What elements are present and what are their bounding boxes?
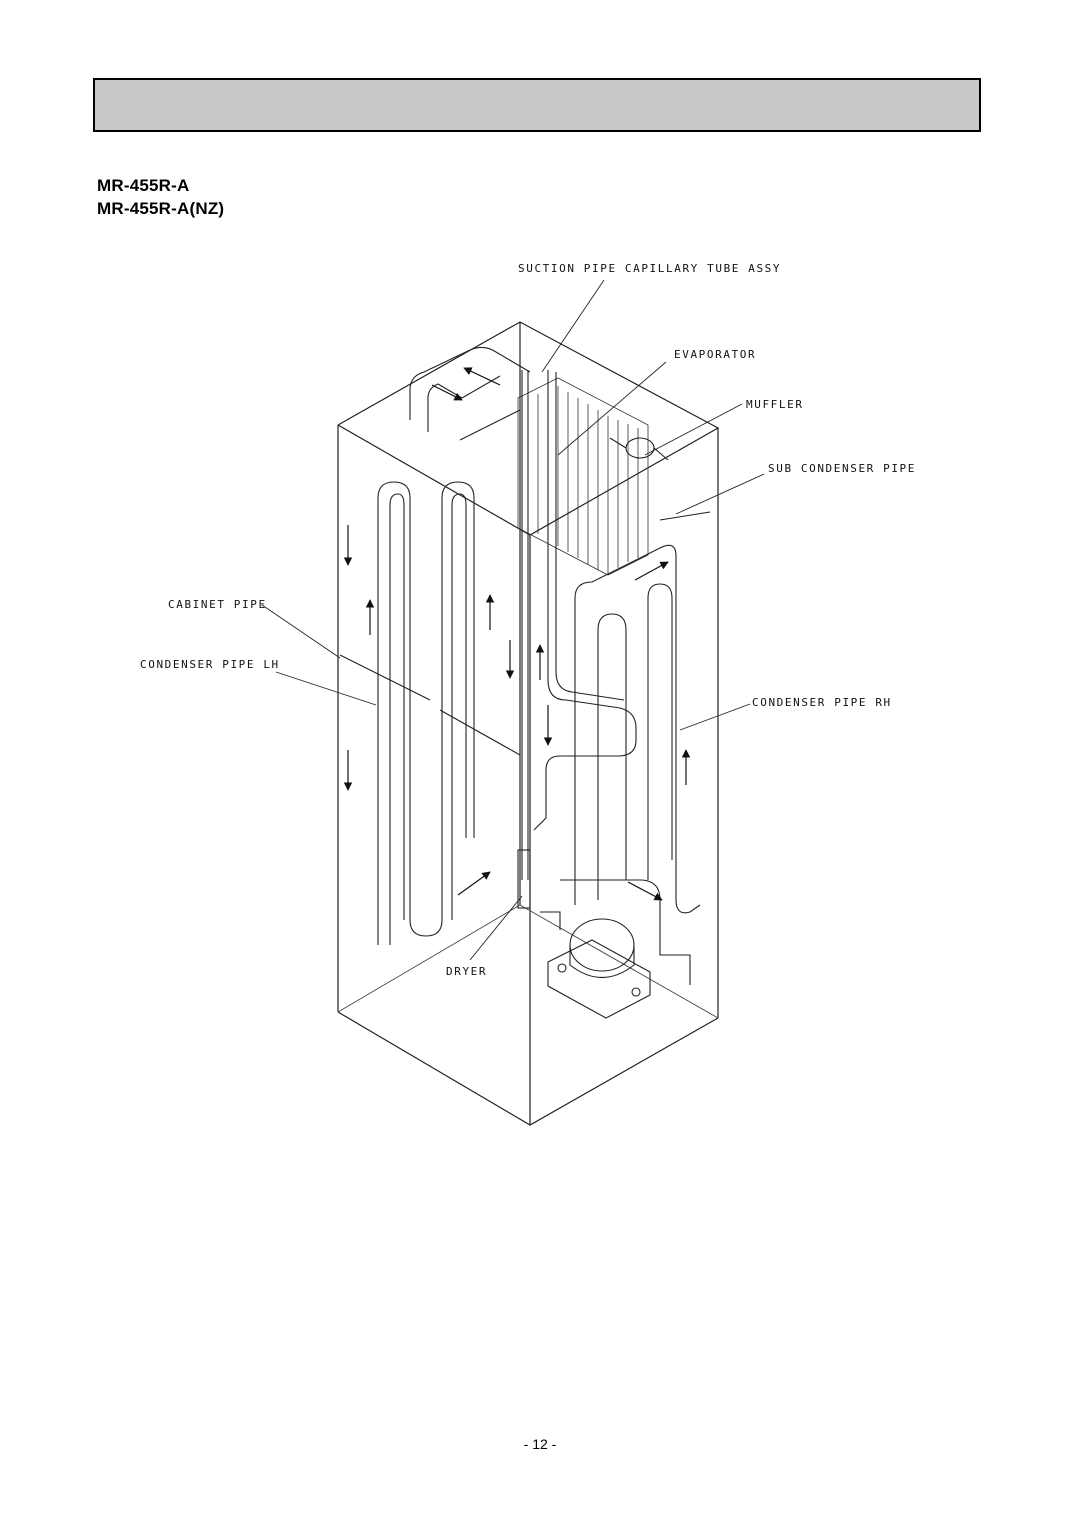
dryer [517,849,531,909]
leader-lines [261,279,765,961]
label-sub-condenser: SUB CONDENSER PIPE [768,462,916,475]
model-number-nz: MR-455R-A(NZ) [97,199,225,218]
model-number: MR-455R-A [97,176,190,195]
compressor [540,879,691,1019]
flow-arrows [343,367,691,901]
muffler [609,437,669,461]
label-condenser-rh: CONDENSER PIPE RH [752,696,892,709]
capillary-tube [521,370,637,880]
page-number: - 12 - [523,1436,557,1452]
label-dryer: DRYER [446,965,487,978]
label-condenser-lh: CONDENSER PIPE LH [140,658,280,671]
cabinet-outline [337,321,720,1126]
label-muffler: MUFFLER [746,398,804,411]
label-suction-pipe: SUCTION PIPE CAPILLARY TUBE ASSY [518,262,781,275]
condenser-pipe-rh [574,511,711,914]
top-pipe [409,346,531,441]
section-header-bar [93,78,981,132]
evaporator [517,377,649,576]
label-evaporator: EVAPORATOR [674,348,756,361]
condenser-pipe-lh [339,481,521,945]
label-cabinet-pipe: CABINET PIPE [168,598,267,611]
